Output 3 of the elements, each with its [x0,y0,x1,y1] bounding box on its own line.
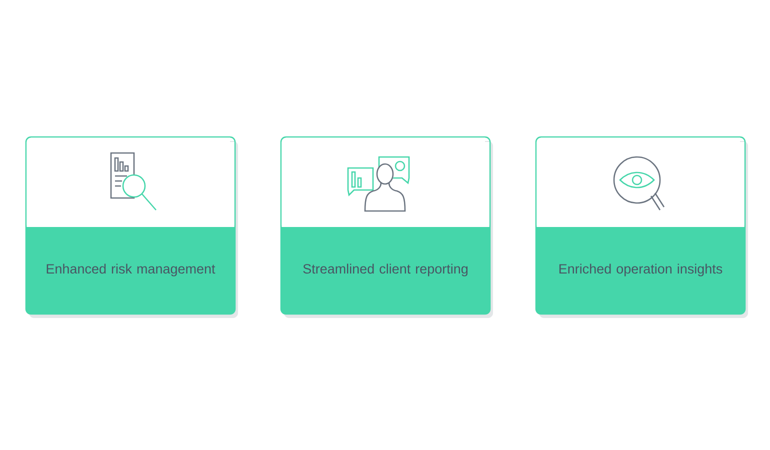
card: Enriched operation insights [535,136,748,318]
card: Enhanced risk management [25,136,238,318]
card: Streamlined client reporting [280,136,493,318]
